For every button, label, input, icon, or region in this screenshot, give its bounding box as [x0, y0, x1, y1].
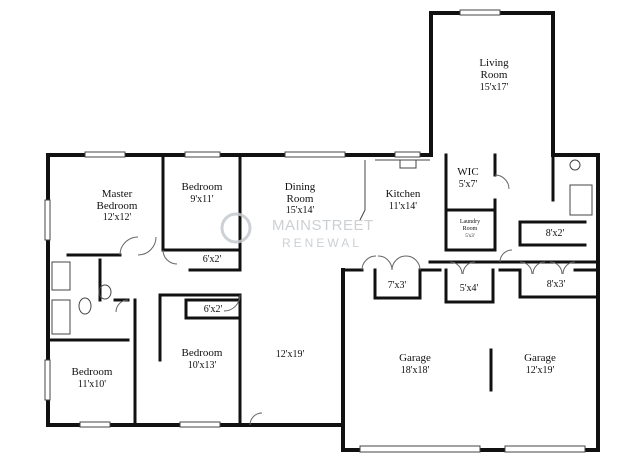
- storage-right-dims: 8'x3': [547, 279, 566, 290]
- kitchen-dims: 11'x14': [389, 201, 417, 212]
- main-area-dims: 12'x19': [276, 349, 305, 360]
- hall-closet-dims: 6'x2': [203, 254, 222, 265]
- wic-name: WIC: [457, 166, 478, 178]
- garage-right-name: Garage: [524, 352, 556, 364]
- master-bedroom-name-2: Bedroom: [97, 200, 138, 212]
- kitchen-name: Kitchen: [386, 188, 421, 200]
- room-labels: Living Room 15'x17' Master Bedroom 12'x1…: [72, 57, 556, 390]
- watermark-line2: RENEWAL: [282, 236, 362, 250]
- laundry-name-1: Laundry: [460, 219, 480, 225]
- closet-labels: 6'x2' 6'x2' 7'x3' 5'x4' 8'x3' 8'x2': [203, 228, 566, 315]
- closet-right-dims: 8'x2': [546, 228, 565, 239]
- doors: [115, 174, 576, 426]
- living-room-name-2: Room: [481, 69, 508, 81]
- dining-room-dims: 15'x14': [286, 205, 315, 216]
- master-bedroom-dims: 12'x12': [103, 212, 132, 223]
- watermark-logo: MAINSTREET RENEWAL: [220, 212, 374, 250]
- bedroom-center-dims: 10'x13': [188, 360, 217, 371]
- dining-room-name-1: Dining: [285, 181, 316, 193]
- master-bedroom-name-1: Master: [102, 188, 133, 200]
- living-room-dims: 15'x17': [480, 82, 509, 93]
- storage-left-dims: 7'x3': [388, 280, 407, 291]
- wic-dims: 5'x7': [459, 179, 478, 190]
- garage-right-dims: 12'x19': [526, 365, 555, 376]
- interior-walls: [46, 153, 600, 427]
- laundry-dims: 5'x3': [465, 234, 474, 239]
- garage-left-dims: 18'x18': [401, 365, 430, 376]
- bedroom-top-name: Bedroom: [182, 181, 223, 193]
- bedroom-closet-dims: 6'x2': [204, 304, 223, 315]
- storage-mid-dims: 5'x4': [460, 283, 479, 294]
- bedroom-center-name: Bedroom: [182, 347, 223, 359]
- fixtures: [44, 9, 593, 453]
- bedroom-bottom-left-name: Bedroom: [72, 366, 113, 378]
- watermark-line1: MAINSTREET: [272, 217, 374, 234]
- garage-left-name: Garage: [399, 352, 431, 364]
- bedroom-top-dims: 9'x11': [190, 194, 213, 205]
- living-room-name-1: Living: [479, 57, 509, 69]
- bedroom-bottom-left-dims: 11'x10': [78, 379, 106, 390]
- dining-room-name-2: Room: [287, 193, 314, 205]
- laundry-name-2: Room: [463, 226, 478, 232]
